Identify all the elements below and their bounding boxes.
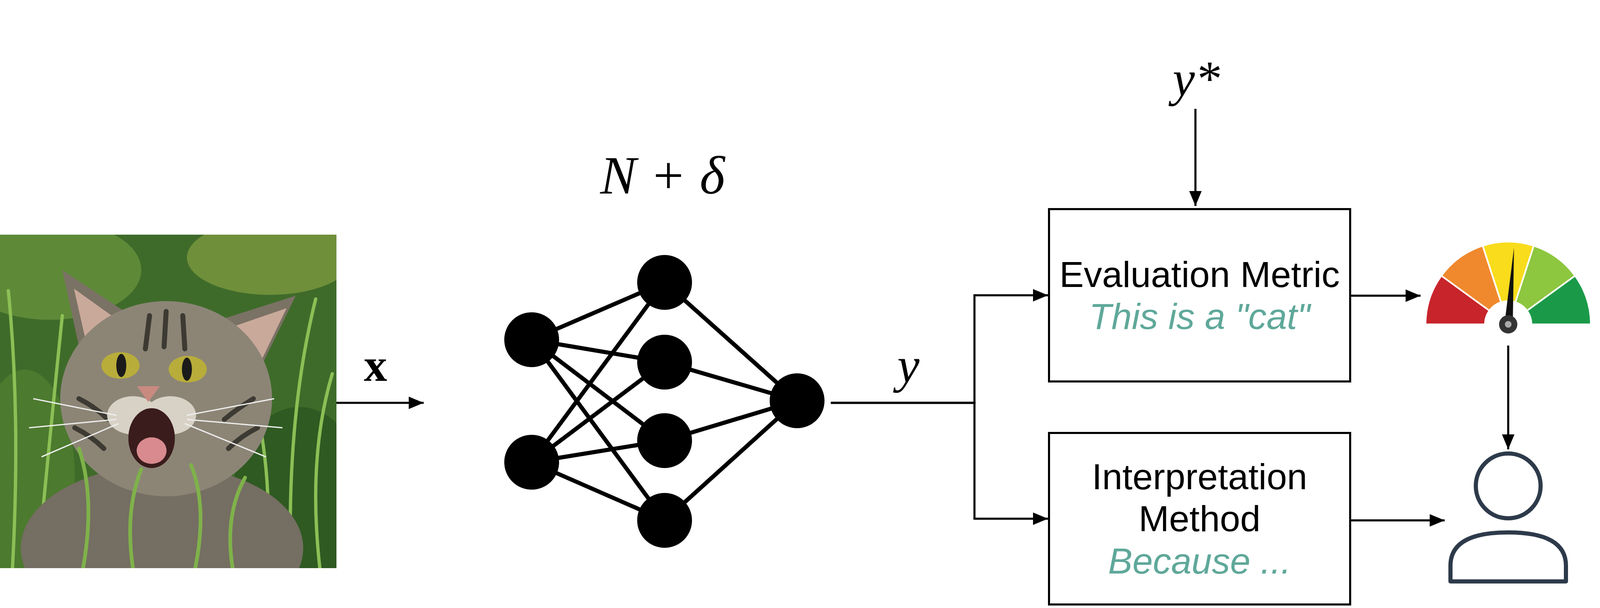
drawing-part bbox=[504, 312, 560, 368]
network-links bbox=[531, 282, 798, 521]
cat-pupil bbox=[116, 353, 127, 378]
drawing-part bbox=[184, 423, 266, 457]
drawing-part bbox=[145, 315, 150, 349]
gauge-hub bbox=[1499, 315, 1518, 334]
cat-eye bbox=[168, 355, 207, 383]
grass-patch bbox=[186, 234, 337, 295]
input-symbol: x bbox=[363, 339, 388, 391]
person-icon bbox=[1450, 453, 1566, 582]
cat-nose bbox=[137, 386, 160, 403]
drawing-part bbox=[769, 373, 825, 429]
process-box: Interpretation MethodBecause ... bbox=[1047, 431, 1352, 606]
drawing-part bbox=[78, 448, 89, 569]
drawing-part bbox=[224, 398, 254, 420]
node-note: Because ... bbox=[1108, 539, 1291, 582]
drawing-part bbox=[637, 413, 693, 469]
drawing-part bbox=[637, 334, 693, 390]
network-neurons bbox=[504, 255, 825, 548]
drawing-part bbox=[186, 398, 275, 416]
node-note: This is a "cat" bbox=[1089, 295, 1311, 338]
drawing-part bbox=[33, 398, 117, 416]
drawing-part bbox=[637, 493, 693, 548]
person-body bbox=[1450, 532, 1566, 582]
cat-eye bbox=[101, 352, 140, 379]
target-arrow bbox=[1194, 108, 1197, 207]
grass-front bbox=[78, 448, 246, 569]
cat-head bbox=[60, 301, 273, 497]
person-head bbox=[1475, 453, 1541, 519]
gauge-icon bbox=[1426, 242, 1591, 334]
drawing-part bbox=[228, 427, 258, 449]
input-arrow bbox=[336, 402, 424, 405]
cat-mouth bbox=[128, 408, 175, 469]
gauge-segment bbox=[1528, 277, 1591, 324]
output-symbol: y bbox=[897, 338, 920, 393]
drawing-part bbox=[191, 465, 201, 569]
explanation-arrow bbox=[1347, 519, 1445, 522]
node-title: N + δ bbox=[600, 144, 725, 207]
drawing-part bbox=[504, 434, 560, 490]
cat-tongue bbox=[136, 437, 167, 464]
drawing-part bbox=[29, 419, 117, 428]
node-title: Interpretation Method bbox=[1058, 455, 1341, 540]
drawing-part bbox=[74, 427, 104, 449]
drawing-part bbox=[130, 469, 142, 569]
drawing-part bbox=[637, 255, 693, 310]
flow-connector bbox=[830, 402, 1048, 519]
process-box: Evaluation MetricThis is a "cat" bbox=[1047, 208, 1352, 383]
drawing-part bbox=[164, 311, 167, 347]
cat-pupil bbox=[181, 357, 192, 381]
flow-connector bbox=[830, 295, 1048, 403]
gauge-to-user-arrow bbox=[1507, 345, 1510, 450]
drawing-part bbox=[315, 373, 333, 569]
neural-network: N + δ bbox=[494, 144, 831, 552]
cat-photo bbox=[0, 234, 337, 569]
drawing-part bbox=[230, 477, 246, 569]
drawing-part bbox=[8, 290, 16, 569]
node-title: Evaluation Metric bbox=[1059, 253, 1340, 296]
gauge-needle bbox=[1504, 247, 1515, 325]
drawing-part bbox=[186, 419, 283, 428]
target-symbol: y* bbox=[1172, 51, 1220, 107]
cat-whiskers bbox=[29, 398, 283, 457]
drawing-part bbox=[182, 315, 185, 349]
gauge-hub-center bbox=[1504, 321, 1512, 328]
score-arrow bbox=[1347, 294, 1421, 297]
